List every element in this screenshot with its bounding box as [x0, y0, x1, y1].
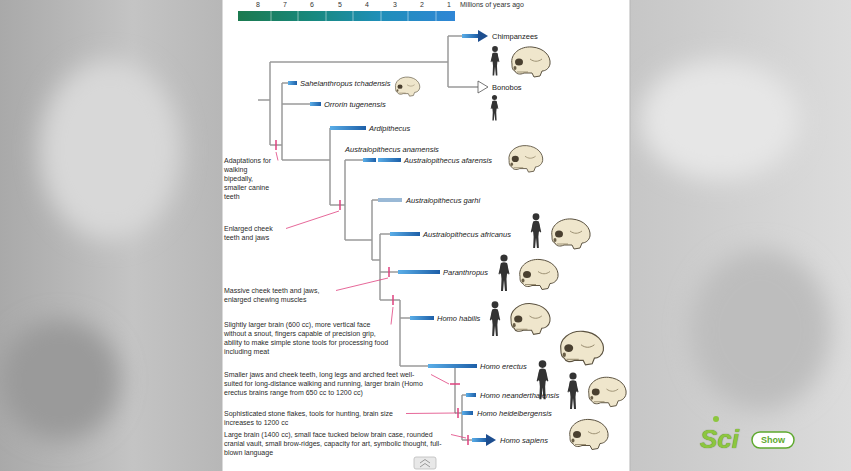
trait-note: Large brain (1400 cc), small face tucked…	[224, 430, 449, 457]
blurred-background	[40, 60, 180, 240]
skull-drawing	[395, 77, 419, 96]
axis-tick-label: 8	[256, 1, 260, 9]
hominid-figure	[490, 301, 500, 336]
range-bar	[378, 158, 401, 162]
logo-text: Show	[761, 435, 785, 446]
axis-tick-label: 2	[420, 1, 424, 9]
lineage-arrow	[462, 34, 478, 38]
species-label: Australopithecus afarensis	[404, 156, 492, 165]
scroll-button	[414, 457, 436, 469]
logo-text: Sci	[700, 424, 739, 454]
range-bar	[398, 270, 440, 274]
trait-note: Massive cheek teeth and jaws, enlarged c…	[224, 286, 334, 304]
axis-tick-label: 4	[365, 1, 369, 9]
white-panel	[222, 0, 630, 471]
trait-note: Sophisticated stone flakes, tools for hu…	[224, 409, 404, 427]
species-label: Australopithecus anamensis	[345, 145, 439, 154]
range-bar	[390, 232, 420, 236]
range-bar	[462, 411, 473, 415]
blurred-background	[630, 0, 851, 471]
species-label: Orrorin tugenensis	[324, 100, 386, 109]
species-label: Australopithecus africanus	[423, 230, 511, 239]
species-label: Homo heidelbergensis	[477, 409, 552, 418]
axis-tick-label: 7	[283, 1, 287, 9]
range-bar	[410, 316, 434, 320]
skull-drawing	[570, 419, 608, 449]
axis-tick-label: 1	[447, 1, 451, 9]
hominid-figure	[491, 46, 500, 75]
chevron-icon	[420, 460, 430, 468]
species-label: Homo neanderthalensis	[480, 391, 559, 400]
panel-border	[222, 0, 630, 471]
range-bar	[378, 198, 402, 202]
species-label: Homo erectus	[480, 362, 527, 371]
species-label: Bonobos	[492, 83, 522, 92]
lineage-arrow	[486, 434, 496, 446]
blurred-background	[0, 0, 222, 471]
leader-line	[406, 413, 456, 415]
lineage-arrow	[478, 81, 488, 93]
lineage-arrow	[478, 30, 488, 42]
species-label: Homo habilis	[437, 314, 480, 323]
species-label: Ardipithecus	[369, 124, 410, 133]
leader-line	[431, 375, 449, 385]
trait-note: Slightly larger brain (600 cc), more ver…	[224, 320, 389, 356]
logo-badge	[752, 432, 794, 448]
leader-line	[336, 278, 388, 291]
species-label: Australopithecus garhi	[406, 196, 480, 205]
skull-drawing	[552, 219, 590, 249]
range-bar	[466, 393, 476, 397]
species-label: Chimpanzees	[492, 32, 538, 41]
species-label: Homo sapiens	[500, 436, 548, 445]
species-label: Paranthropus	[443, 268, 488, 277]
leader-line	[451, 435, 466, 439]
timescale-bar	[238, 11, 455, 21]
range-bar	[363, 158, 376, 162]
skull-drawing	[561, 331, 604, 365]
logo-dot	[713, 416, 719, 422]
species-label: Sahelanthropus tchadensis	[300, 79, 390, 88]
skull-drawing	[520, 259, 558, 289]
hominid-figure	[499, 254, 510, 291]
blurred-background	[0, 320, 120, 440]
leader-line	[286, 211, 339, 229]
axis-tick-label: 3	[393, 1, 397, 9]
axis-tick-label: 5	[338, 1, 342, 9]
trait-note: Adaptations for walking bipedally, small…	[224, 156, 276, 201]
range-bar	[288, 81, 297, 85]
blurred-background	[690, 250, 830, 410]
leader-line	[391, 307, 393, 325]
hominid-figure	[568, 372, 579, 409]
skull-drawing	[509, 146, 543, 173]
trait-note: Enlarged cheek teeth and jaws	[224, 224, 284, 242]
timescale-divider	[271, 11, 436, 21]
range-bar	[428, 364, 477, 368]
skull-drawing	[589, 377, 626, 406]
hominid-figure	[531, 213, 541, 248]
axis-tick-label: 6	[310, 1, 314, 9]
range-bar	[310, 102, 321, 106]
trait-note: Smaller jaws and cheek teeth, long legs …	[224, 370, 429, 397]
axis-title: Millions of years ago	[460, 1, 524, 9]
leader-line	[276, 152, 278, 161]
skull-drawing	[511, 304, 550, 335]
hominid-figure	[491, 95, 499, 121]
lineage-arrow	[472, 438, 486, 442]
blurred-background	[640, 60, 800, 180]
skull-drawing	[512, 47, 550, 77]
range-bar	[330, 126, 366, 130]
